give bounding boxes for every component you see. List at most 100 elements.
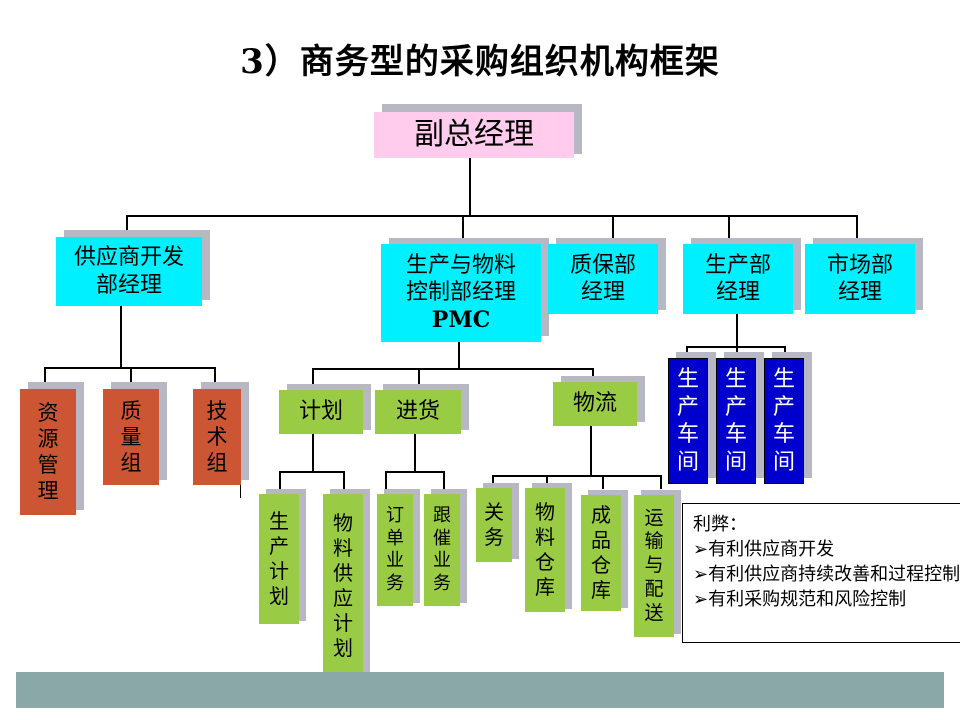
purchase-label: 进货 [395,399,440,425]
connector-line [492,475,662,477]
connector-line [312,368,594,370]
dept-label-line: 生产与物料 [405,252,516,278]
char: 物 [333,511,353,535]
workshop-box: 生 产 车 间 [764,358,804,484]
technical-group-box: 技 术 组 [193,389,241,485]
char: 单 [386,527,404,549]
char: 产 [772,394,795,420]
connector-line [126,215,128,237]
benefits-heading: 利弊： [693,514,747,535]
char: 成 [591,503,611,527]
connector-line [126,215,858,217]
connector-line [590,424,592,476]
char: 生 [772,367,795,392]
connector-line [279,471,281,493]
connector-line [602,475,604,489]
transport-delivery-box: 运 输 与 配 送 [634,495,674,637]
logistics-label: 物流 [572,391,617,417]
char: 间 [676,449,699,475]
char: 务 [386,572,404,594]
connector-line [612,215,614,240]
dept-label-line: 经理 [715,280,760,305]
connector-line [462,215,464,240]
char: 术 [206,424,228,449]
material-warehouse-box: 物 料 仓 库 [525,488,565,612]
supplier-dev-manager-box: 供应商开发 部经理 [56,237,202,306]
workshop-box: 生 产 车 间 [668,358,708,484]
char: 生 [724,367,747,392]
plan-label: 计划 [298,399,343,425]
vice-general-manager-label: 副总经理 [414,117,534,153]
char: 催 [433,527,451,549]
char: 供 [333,561,353,585]
follow-up-business-box: 跟 催 业 务 [424,494,460,606]
connector-line [343,471,345,493]
logistics-box: 物流 [553,382,637,426]
char: 车 [772,422,795,447]
connector-line [546,475,548,489]
char: 物 [535,500,555,524]
connector-line [312,368,314,390]
connector-line [492,475,494,489]
benefit-item: ➢有利供应商持续改善和过程控制 [693,564,960,585]
char: 配 [644,577,664,600]
char: 源 [37,426,59,451]
char: 质 [120,398,142,423]
char: 资 [37,400,59,425]
quality-manager-box: 质保部 经理 [548,244,658,314]
char: 关 [484,500,504,524]
connector-line [856,215,858,240]
char: 间 [772,449,795,475]
connector-line [385,471,445,473]
char: 订 [386,505,404,526]
connector-line [443,471,445,493]
char: 量 [120,424,142,449]
dept-label-line: 经理 [580,280,625,305]
char: 管 [37,453,59,477]
char: 生 [269,509,289,533]
char: 组 [120,451,142,476]
workshop-box: 生 产 车 间 [716,358,756,484]
char: 运 [644,506,664,529]
connector-line [279,471,345,473]
connector-line [130,367,132,387]
quality-group-box: 质 量 组 [103,389,159,485]
material-supply-plan-box: 物 料 供 应 计 划 [323,494,363,678]
footer-bar [16,672,944,708]
char: 计 [269,559,289,583]
resource-management-box: 资 源 管 理 [20,389,76,515]
connector-line [728,215,730,240]
dept-label-line: 控制部经理 [405,280,516,306]
char: 产 [724,394,747,420]
connector-line [414,432,416,472]
char: 料 [333,536,353,560]
connector-line [120,306,122,368]
connector-line [736,313,738,347]
char: 计 [333,611,353,635]
plan-box: 计划 [279,390,363,434]
finished-goods-warehouse-box: 成 品 仓 库 [581,495,621,611]
pmc-manager-box: 生产与物料 控制部经理 PMC [381,244,541,342]
char: 务 [484,525,504,549]
char: 务 [433,572,451,594]
market-manager-box: 市场部 经理 [805,244,915,314]
char: 业 [433,550,451,571]
char: 产 [676,394,699,420]
char: 品 [591,528,611,552]
vice-general-manager-box: 副总经理 [374,112,574,158]
char: 仓 [535,550,555,574]
customs-box: 关 务 [476,488,512,562]
char: 技 [206,398,228,423]
slide-title: 3）商务型的采购组织机构框架 [240,42,720,82]
dept-label-line: 质保部 [569,252,636,278]
benefit-item: ➢有利供应商开发 [693,539,835,560]
connector-line [240,484,241,498]
dept-label-line: 市场部 [826,252,893,278]
connector-line [312,432,314,472]
connector-line [660,475,662,489]
char: 送 [644,601,664,624]
char: 业 [386,550,404,571]
char: 输 [644,530,664,553]
char: 划 [269,584,289,608]
